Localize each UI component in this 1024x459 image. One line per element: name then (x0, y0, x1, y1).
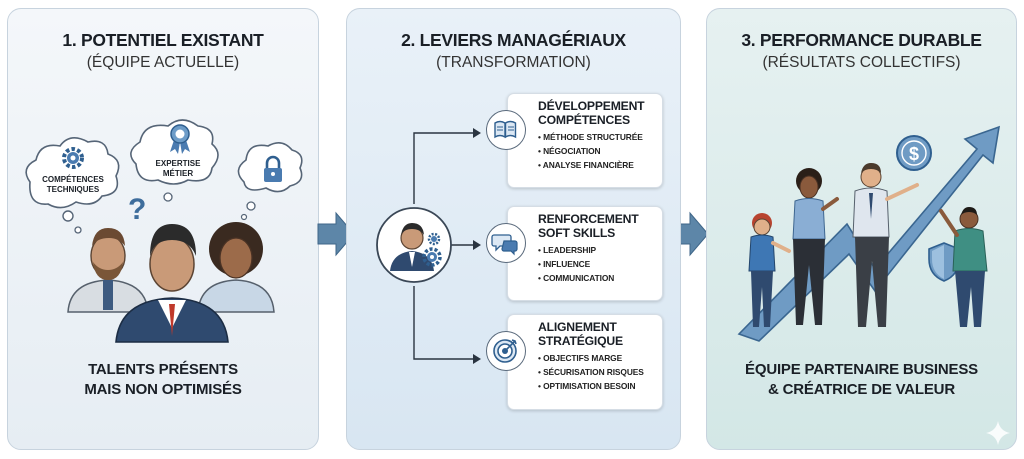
team-member-woman-left (748, 213, 791, 327)
panel-sustainable-performance: 3. PERFORMANCE DURABLE (RÉSULTATS COLLEC… (706, 8, 1017, 450)
bubble-label-expertise-1: EXPERTISE (156, 159, 202, 168)
lever-card-strategic-alignment: ALIGNEMENT STRATÉGIQUE OBJECTIFS MARGE S… (486, 314, 663, 410)
team-member-man-center (852, 163, 919, 327)
lever-card-soft-skills: RENFORCEMENT SOFT SKILLS LEADERSHIP INFL… (486, 206, 663, 301)
team-member-left (67, 228, 149, 313)
lever-item: NÉGOCIATION (538, 144, 656, 158)
lever-title-line-1: DÉVELOPPEMENT (538, 99, 645, 113)
panel-3-footer-line-2: & CRÉATRICE DE VALEUR (768, 381, 955, 398)
panel-1-footer-line-1: TALENTS PRÉSENTS (88, 361, 238, 378)
lever-card-skills-development: DÉVELOPPEMENT COMPÉTENCES MÉTHODE STRUCT… (486, 93, 663, 188)
team-member-center (115, 224, 229, 343)
lever-item: OBJECTIFS MARGE (538, 351, 656, 365)
panel-managerial-levers: 2. LEVIERS MANAGÉRIAUX (TRANSFORMATION) (346, 8, 681, 450)
current-team-illustration: COMPÉTENCES TECHNIQUES EXPERTISE MÉTIER (25, 119, 303, 343)
panel-1-footer-line-2: MAIS NON OPTIMISÉS (84, 381, 242, 398)
bubble-label-technical-1: COMPÉTENCES (42, 175, 104, 184)
team-member-man-right (939, 207, 988, 327)
dollar-coin-icon: $ (896, 135, 932, 171)
bubble-label-expertise-2: MÉTIER (163, 169, 193, 178)
panel-3-subtitle: (RÉSULTATS COLLECTIFS) (762, 54, 961, 71)
team-member-right (197, 222, 275, 313)
lever-item: OPTIMISATION BESOIN (538, 379, 656, 393)
lever-connectors (413, 128, 481, 364)
arrow-right-icon (317, 211, 355, 257)
technical-skills-bubble: COMPÉTENCES TECHNIQUES (25, 137, 120, 234)
book-icon (486, 110, 526, 150)
lever-item: COMMUNICATION (538, 271, 656, 285)
lever-title-line-1: RENFORCEMENT (538, 212, 639, 226)
question-mark-icon: ? (128, 193, 146, 226)
dollar-sign: $ (909, 144, 919, 164)
lever-title-line-2: STRATÉGIQUE (538, 333, 623, 348)
panel-3-footer-line-1: ÉQUIPE PARTENAIRE BUSINESS (745, 361, 978, 378)
chat-icon (486, 223, 526, 263)
lever-title-line-2: SOFT SKILLS (538, 225, 616, 240)
lock-bubble (237, 142, 303, 221)
lever-item: ANALYSE FINANCIÈRE (538, 158, 656, 172)
shield-icon (928, 242, 960, 282)
lever-item: MÉTHODE STRUCTURÉE (538, 130, 656, 144)
lever-item: SÉCURISATION RISQUES (538, 365, 656, 379)
sparkle-icon (986, 421, 1010, 445)
lever-title-line-2: COMPÉTENCES (538, 112, 630, 127)
bubble-label-technical-2: TECHNIQUES (47, 185, 100, 194)
business-expertise-bubble: EXPERTISE MÉTIER (130, 119, 219, 202)
panel-1-subtitle: (ÉQUIPE ACTUELLE) (86, 54, 240, 71)
panel-3-title: 3. PERFORMANCE DURABLE (741, 30, 982, 50)
lock-icon (264, 155, 282, 182)
performance-team-illustration: $ (737, 125, 1001, 342)
manager-hub-icon (376, 207, 452, 283)
panel-existing-potential: 1. POTENTIEL EXISTANT (ÉQUIPE ACTUELLE) … (7, 8, 319, 450)
team-member-woman-center (792, 168, 839, 325)
lever-item: INFLUENCE (538, 257, 656, 271)
target-icon (486, 331, 526, 371)
award-ribbon-icon (170, 124, 190, 154)
panel-2-title: 2. LEVIERS MANAGÉRIAUX (401, 30, 626, 50)
panel-2-subtitle: (TRANSFORMATION) (436, 54, 591, 71)
lever-item: LEADERSHIP (538, 243, 656, 257)
panel-1-title: 1. POTENTIEL EXISTANT (62, 30, 264, 50)
lever-title-line-1: ALIGNEMENT (538, 320, 617, 334)
gear-icon (62, 147, 84, 169)
